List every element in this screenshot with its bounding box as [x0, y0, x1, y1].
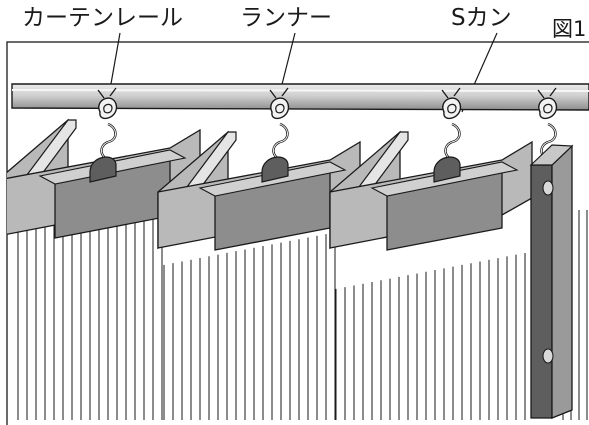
s-hook-highlight	[445, 123, 460, 161]
runner-clip	[97, 87, 117, 99]
runner	[270, 97, 290, 120]
runner-ring	[447, 103, 457, 114]
hook-group	[89, 87, 558, 183]
runner-ring	[275, 103, 285, 114]
runner-s-hook	[89, 87, 118, 183]
pleat-unit	[157, 130, 361, 251]
s-hook-highlight	[273, 123, 288, 161]
runner-clip	[537, 87, 557, 99]
runner-s-hook	[537, 87, 558, 162]
hook-seat	[261, 156, 289, 183]
runner-s-hook	[261, 87, 290, 183]
runner-ring	[103, 103, 113, 114]
runner	[98, 97, 118, 120]
runner	[538, 97, 558, 120]
curtain-rail-label: カーテンレール	[22, 5, 183, 31]
figure-number: 図1	[552, 17, 586, 41]
runner-clip	[269, 87, 289, 99]
hook-seat	[433, 156, 461, 183]
runner-ring	[543, 103, 553, 114]
runner	[442, 97, 462, 120]
curtain-strands	[17, 203, 588, 420]
runner-label: ランナー	[240, 5, 332, 31]
pleat-unit	[7, 118, 201, 239]
s-hook-highlight	[101, 123, 116, 161]
runner-clip	[441, 87, 461, 99]
curtain-edge-strip	[529, 144, 574, 419]
figure-frame	[6, 41, 589, 425]
pleat-units	[7, 118, 533, 251]
runner-s-hook	[433, 87, 462, 183]
hook-seat	[89, 156, 117, 183]
s-hook-label: Sカン	[451, 5, 512, 31]
